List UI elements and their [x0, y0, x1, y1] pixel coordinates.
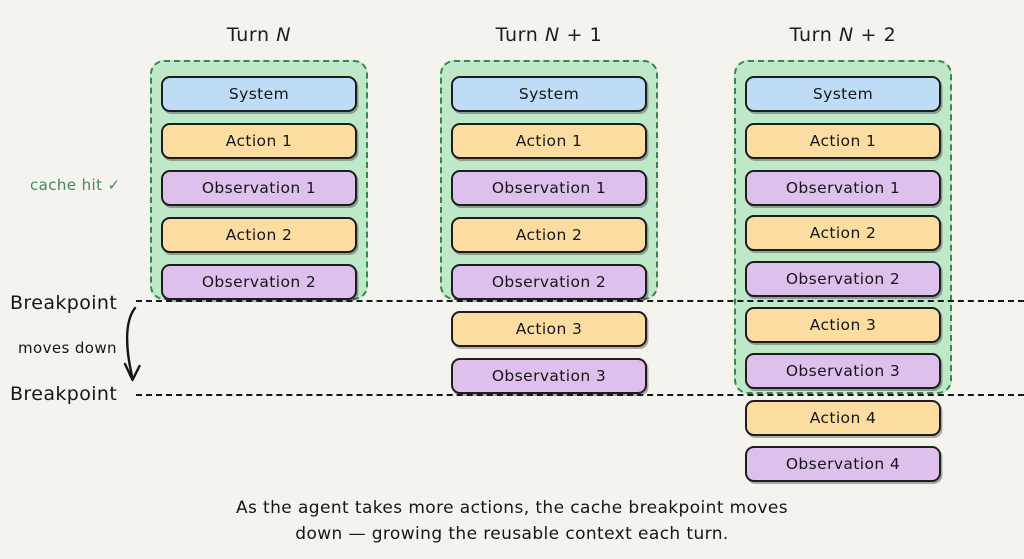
message-pill-observation-2[interactable]: Observation 2: [745, 261, 941, 297]
breakpoint-label-lower: Breakpoint: [10, 383, 118, 405]
message-pill-system[interactable]: System: [451, 76, 647, 112]
message-pill-observation-2[interactable]: Observation 2: [161, 264, 357, 300]
cache-hit-label: cache hit ✓: [30, 176, 121, 194]
breakpoint-line-upper: [136, 300, 1024, 302]
message-pill-action-1[interactable]: Action 1: [451, 123, 647, 159]
caption-line-2: down — growing the reusable context each…: [295, 524, 729, 545]
message-pill-observation-3[interactable]: Observation 3: [451, 358, 647, 394]
column-header-suffix: + 1: [559, 24, 603, 46]
message-pill-action-3[interactable]: Action 3: [451, 311, 647, 347]
message-pill-observation-2[interactable]: Observation 2: [451, 264, 647, 300]
column-header-turn-n-plus-2: Turn N + 2: [790, 24, 897, 46]
message-pill-observation-3[interactable]: Observation 3: [745, 353, 941, 389]
message-pill-observation-1[interactable]: Observation 1: [745, 170, 941, 206]
column-header-turn-n: Turn N: [227, 24, 291, 46]
message-pill-system[interactable]: System: [161, 76, 357, 112]
message-pill-action-1[interactable]: Action 1: [161, 123, 357, 159]
message-pill-action-4[interactable]: Action 4: [745, 400, 941, 436]
column-header-suffix: + 2: [853, 24, 897, 46]
message-pill-action-3[interactable]: Action 3: [745, 307, 941, 343]
message-pill-observation-1[interactable]: Observation 1: [451, 170, 647, 206]
curved-down-arrow-icon: [123, 306, 141, 382]
message-pill-system[interactable]: System: [745, 76, 941, 112]
message-pill-observation-4[interactable]: Observation 4: [745, 446, 941, 482]
column-header-prefix: Turn: [226, 24, 277, 46]
column-header-variable: N: [545, 24, 560, 46]
message-pill-observation-1[interactable]: Observation 1: [161, 170, 357, 206]
diagram-caption: As the agent takes more actions, the cac…: [0, 495, 1024, 548]
caption-line-1: As the agent takes more actions, the cac…: [235, 498, 789, 518]
breakpoint-line-lower: [136, 394, 1024, 396]
column-header-variable: N: [839, 24, 854, 46]
message-pill-action-2[interactable]: Action 2: [451, 217, 647, 253]
breakpoint-label-upper: Breakpoint: [10, 292, 118, 314]
column-header-prefix: Turn: [789, 24, 839, 46]
column-header-turn-n-plus-1: Turn N + 1: [496, 24, 603, 46]
message-pill-action-1[interactable]: Action 1: [745, 123, 941, 159]
column-header-prefix: Turn: [495, 24, 545, 46]
message-pill-action-2[interactable]: Action 2: [161, 217, 357, 253]
moves-down-label: moves down: [18, 339, 117, 357]
column-header-variable: N: [276, 24, 292, 46]
message-pill-action-2[interactable]: Action 2: [745, 215, 941, 251]
